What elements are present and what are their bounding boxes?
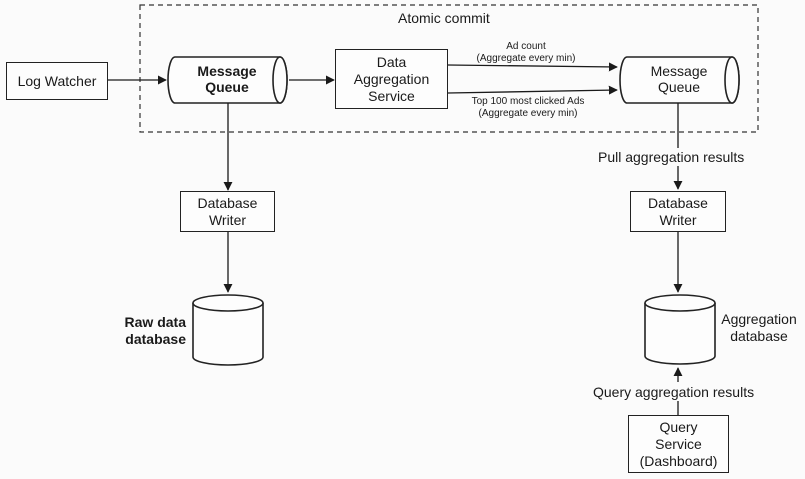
database-writer-right-node: Database Writer — [630, 191, 726, 232]
aggregation-database-label: Aggregation database — [716, 311, 802, 345]
arrow-top100 — [447, 85, 618, 95]
query-service-line1: Query — [659, 418, 698, 435]
top100-line1: Top 100 most clicked Ads — [471, 96, 585, 107]
aggregation-database-cylinder — [644, 294, 716, 365]
log-watcher-node: Log Watcher — [6, 62, 108, 100]
database-writer-left-line1: Database — [197, 194, 258, 211]
ad-count-edge-label: Ad count (Aggregate every min) — [470, 41, 582, 65]
raw-db-line2: database — [125, 331, 186, 347]
query-service-node: Query Service (Dashboard) — [628, 415, 729, 473]
database-writer-left-node: Database Writer — [180, 191, 275, 232]
query-service-line2: Service — [655, 435, 702, 452]
ad-count-line1: Ad count — [506, 41, 546, 52]
message-queue-right-line2: Queue — [657, 79, 701, 95]
aggregation-service-line2: Aggregation — [353, 70, 430, 87]
message-queue-right-line1: Message — [650, 63, 708, 79]
query-aggregation-label: Query aggregation results — [593, 384, 755, 400]
database-writer-right-line1: Database — [648, 194, 708, 211]
message-queue-left-line1: Message — [197, 63, 257, 79]
data-aggregation-service-node: Data Aggregation Service — [335, 49, 448, 109]
message-queue-left-label: Message Queue — [176, 63, 278, 95]
database-writer-right-line2: Writer — [659, 211, 697, 228]
top100-line2: (Aggregate every min) — [478, 108, 578, 119]
top100-edge-label: Top 100 most clicked Ads (Aggregate ever… — [458, 96, 598, 120]
database-writer-left-line2: Writer — [208, 211, 247, 228]
agg-db-line2: database — [730, 328, 788, 344]
arrow-ad-count — [447, 62, 618, 72]
query-service-line3: (Dashboard) — [639, 452, 718, 469]
message-queue-right-label: Message Queue — [628, 63, 730, 95]
agg-db-line1: Aggregation — [721, 311, 797, 327]
pull-aggregation-label: Pull aggregation results — [598, 149, 745, 165]
raw-data-database-label: Raw data database — [116, 314, 186, 348]
raw-data-database-cylinder — [192, 294, 264, 366]
atomic-commit-label: Atomic commit — [398, 10, 490, 26]
ad-count-line2: (Aggregate every min) — [476, 53, 576, 64]
log-watcher-label: Log Watcher — [17, 72, 97, 89]
aggregation-service-line1: Data — [376, 53, 407, 70]
atomic-commit-frame — [139, 4, 759, 133]
aggregation-service-line3: Service — [368, 87, 415, 104]
message-queue-left-line2: Queue — [205, 79, 249, 95]
message-queue-left-cylinder — [167, 56, 288, 104]
message-queue-right-cylinder — [619, 56, 740, 104]
raw-db-line1: Raw data — [124, 314, 186, 330]
